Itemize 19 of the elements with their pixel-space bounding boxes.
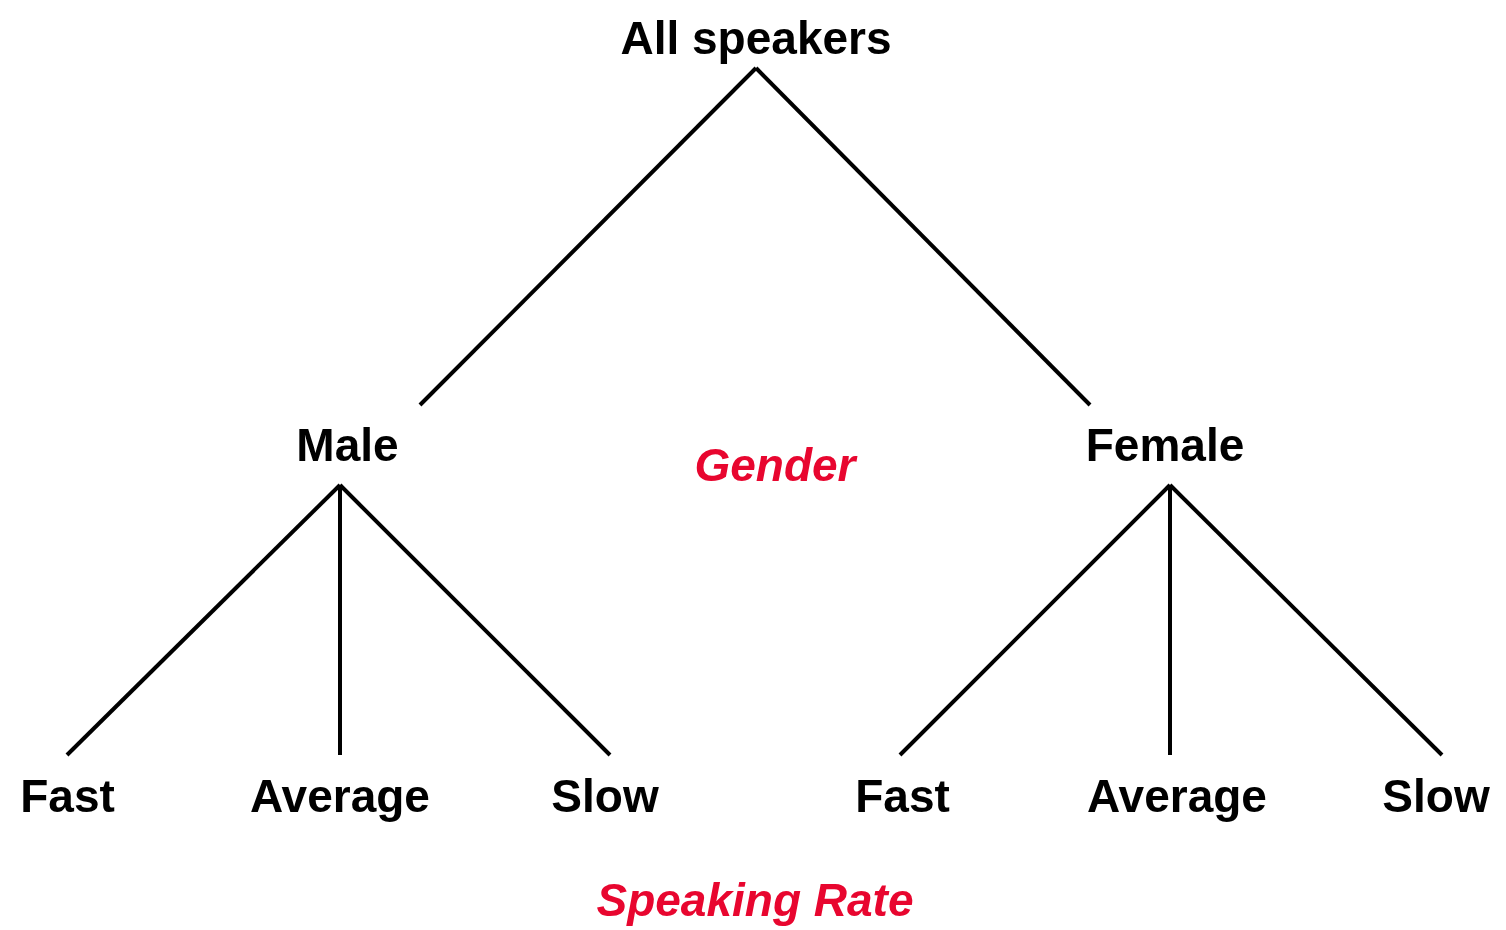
tree-node-label: All speakers — [620, 12, 892, 64]
tree-branch-line — [754, 66, 1092, 407]
tree-branch-line — [898, 483, 1172, 757]
tree-branch-line — [65, 483, 342, 757]
tree-branch-line — [1168, 485, 1172, 755]
tree-node-label: Fast — [855, 770, 950, 822]
tree-node-label: Average — [1087, 770, 1267, 822]
tree-branch-line — [338, 483, 612, 757]
tree-branch-line — [418, 66, 758, 407]
tree-branch-line — [338, 485, 342, 755]
tree-branch-line — [1168, 483, 1444, 757]
tree-node-label: Female — [1085, 419, 1245, 471]
level-label: Gender — [694, 440, 856, 491]
tree-node-label: Fast — [20, 770, 115, 822]
tree-node-label: Male — [296, 419, 399, 471]
level-label: Speaking Rate — [596, 875, 914, 926]
tree-node-label: Slow — [1382, 770, 1490, 822]
tree-node-label: Average — [250, 770, 430, 822]
tree-node-label: Slow — [551, 770, 659, 822]
